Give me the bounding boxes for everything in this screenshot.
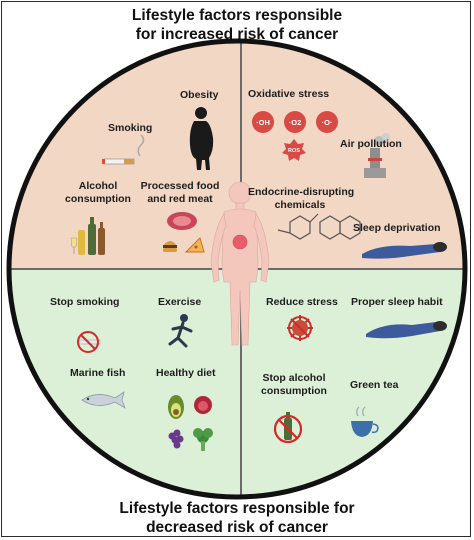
processed-food-label-line1: Processed food — [140, 180, 220, 192]
alcohol-label: Alcohol consumption — [62, 180, 134, 205]
proper-sleep-icon — [366, 321, 447, 339]
stop-alcohol-label-line1: Stop alcohol — [262, 372, 326, 384]
edc-label-line2: chemicals — [274, 198, 326, 211]
bottom-title-line2: decreased risk of cancer — [146, 519, 328, 536]
marine-fish-label: Marine fish — [70, 367, 126, 379]
sleep-deprivation-label: Sleep deprivation — [353, 222, 441, 234]
stop-alcohol-label-line2: consumption — [261, 384, 327, 397]
sleeping-person-icon — [362, 242, 447, 259]
healthy-diet-label: Healthy diet — [156, 367, 216, 379]
bottom-title: Lifestyle factors responsible for decrea… — [0, 499, 474, 537]
ros-radicals-icon — [252, 111, 338, 161]
processed-food-label-line2: and red meat — [147, 192, 213, 205]
fish-icon — [81, 391, 126, 409]
obesity-label: Obesity — [180, 89, 219, 101]
healthy-food-icon — [168, 395, 213, 451]
alcohol-label-line2: consumption — [65, 192, 131, 205]
ros-o-label: ·O· — [322, 118, 333, 127]
reduce-stress-label: Reduce stress — [266, 296, 338, 308]
stop-smoking-label: Stop smoking — [50, 296, 120, 308]
no-alcohol-icon — [273, 412, 303, 444]
top-title-line2: for increased risk of cancer — [135, 26, 339, 43]
ros-oh-label: ·OH — [256, 118, 270, 127]
top-title: Lifestyle factors responsible for increa… — [0, 6, 474, 44]
green-tea-icon — [351, 406, 379, 437]
factory-smoke-icon — [364, 133, 390, 178]
oxidative-stress-label: Oxidative stress — [248, 88, 330, 100]
top-title-line1: Lifestyle factors responsible — [131, 7, 343, 24]
runner-icon — [168, 314, 193, 348]
green-tea-label: Green tea — [350, 379, 399, 391]
air-pollution-label: Air pollution — [340, 138, 402, 150]
chemical-structure-icon — [277, 213, 361, 240]
alcohol-bottles-icon — [70, 217, 105, 255]
no-smoking-icon — [77, 331, 101, 353]
human-body-icon — [210, 181, 270, 346]
virus-stress-icon — [287, 315, 313, 341]
processed-food-label: Processed food and red meat — [137, 180, 223, 205]
proper-sleep-label: Proper sleep habit — [351, 296, 443, 308]
outer-circle — [6, 38, 468, 500]
bottom-title-line1: Lifestyle factors responsible for — [119, 500, 355, 517]
stop-alcohol-label: Stop alcohol consumption — [254, 372, 334, 397]
cigarette-icon — [102, 134, 145, 165]
ros-o2-label: ·O2 — [289, 118, 302, 127]
edc-label: Endocrine-disrupting chemicals — [248, 186, 355, 211]
processed-food-icon — [163, 212, 205, 253]
obesity-silhouette-icon — [189, 107, 214, 170]
exercise-label: Exercise — [158, 296, 202, 308]
edc-label-line1: Endocrine-disrupting — [248, 186, 355, 198]
smoking-label: Smoking — [108, 122, 153, 134]
alcohol-label-line1: Alcohol — [78, 180, 118, 192]
ros-label: ROS — [288, 148, 300, 154]
